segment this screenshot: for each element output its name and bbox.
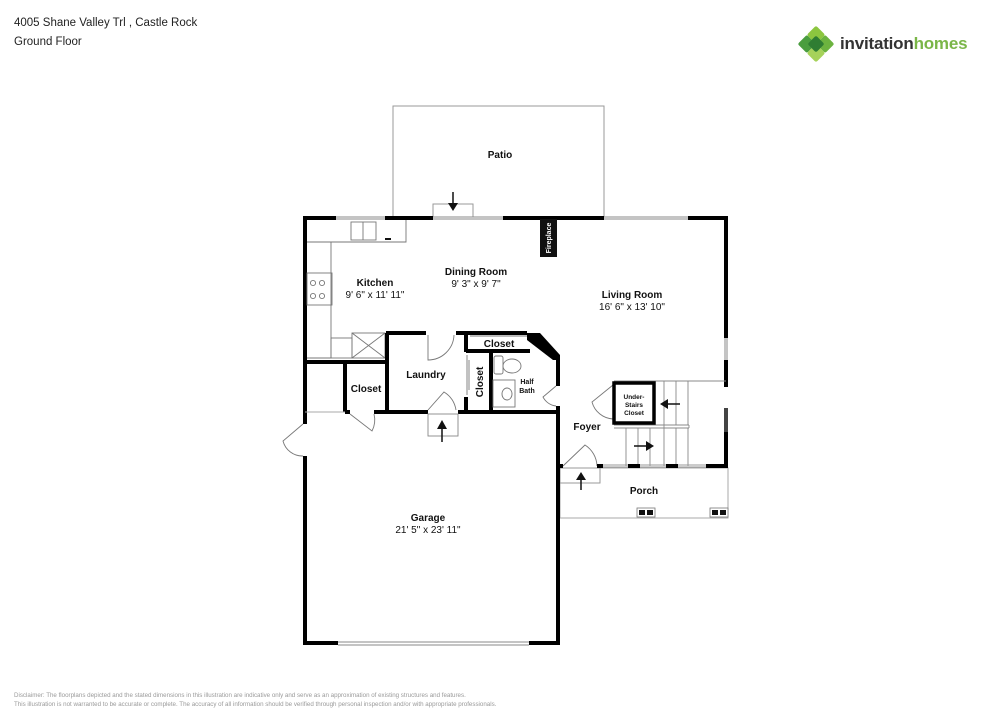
- room-label-under-stairs-2: Stairs: [625, 402, 643, 409]
- stove-icon: [306, 272, 333, 306]
- under-stairs-door: [591, 384, 614, 420]
- laundry-door-bottom: [427, 391, 457, 411]
- room-label-kitchen: Kitchen: [357, 278, 394, 289]
- brand-word-invitation: invitation: [840, 34, 914, 53]
- windows: [336, 216, 728, 646]
- porch-column-icon: [636, 507, 656, 518]
- room-label-patio: Patio: [488, 150, 512, 161]
- room-dims-kitchen: 9' 6" x 11' 11": [346, 290, 405, 301]
- front-door: [562, 444, 598, 467]
- room-label-under-stairs-3: Closet: [624, 410, 645, 417]
- room-label-living: Living Room: [602, 290, 663, 301]
- under-stairs-closet: [612, 381, 656, 425]
- closet-door: [349, 413, 376, 432]
- room-label-closet-left: Closet: [351, 384, 382, 395]
- stair-arrow-right-icon: [634, 441, 654, 451]
- floor-label: Ground Floor: [14, 36, 82, 48]
- room-dims-living: 16' 6" x 13' 10": [599, 302, 665, 313]
- entry-arrow-icon: [437, 420, 447, 442]
- room-label-garage: Garage: [411, 513, 446, 524]
- sink-vanity: [492, 379, 516, 408]
- room-label-closet-vertical: Closet: [475, 366, 486, 397]
- address-text: 4005 Shane Valley Trl , Castle Rock: [14, 17, 198, 29]
- laundry-door-top: [427, 334, 455, 361]
- room-label-porch: Porch: [630, 486, 658, 497]
- door-swings: [282, 334, 614, 467]
- room-label-half-bath-1: Half: [520, 379, 534, 386]
- half-bath-door: [542, 385, 557, 407]
- entry-arrow-icon: [448, 192, 458, 211]
- patio-outline: [392, 105, 605, 218]
- entry-arrow-icon: [576, 472, 586, 490]
- fireplace: [540, 219, 557, 257]
- angled-wall: [527, 333, 560, 360]
- disclaimer-line-2: This illustration is not warranted to be…: [14, 701, 497, 708]
- room-label-laundry: Laundry: [406, 370, 446, 381]
- bath-sink-icon: [501, 387, 513, 401]
- stairs: [614, 380, 726, 466]
- room-label-dining: Dining Room: [445, 267, 507, 278]
- toilet-tank: [493, 355, 504, 375]
- brand-word-homes: homes: [913, 34, 968, 53]
- clover-logo-icon: [798, 26, 834, 62]
- porch-column-icon: [709, 507, 729, 518]
- interior-walls: [305, 331, 560, 470]
- header: 4005 Shane Valley Trl , Castle Rock Grou…: [14, 14, 197, 52]
- room-label-under-stairs-1: Under-: [624, 394, 645, 401]
- bath-fixtures: [492, 355, 522, 408]
- toilet-bowl-icon: [502, 358, 522, 374]
- laundry-step: [427, 413, 459, 437]
- fireplace-label: Fireplace: [546, 223, 553, 254]
- disclaimer-line-1: Disclaimer: The floorplans depicted and …: [14, 692, 466, 699]
- sink-icon: [350, 221, 377, 241]
- room-dims-dining: 9' 3" x 9' 7": [451, 279, 501, 290]
- disclaimer: Disclaimer: The floorplans depicted and …: [14, 691, 496, 709]
- room-label-foyer: Foyer: [573, 422, 600, 433]
- garage-side-door: [282, 423, 304, 457]
- stair-arrow-left-icon: [660, 399, 680, 409]
- brand-logo: invitationhomes: [798, 26, 968, 62]
- room-label-half-bath-2: Bath: [519, 388, 535, 395]
- brand-wordmark: invitationhomes: [840, 34, 968, 54]
- room-dims-garage: 21' 5" x 23' 11": [395, 525, 461, 536]
- room-label-closet-top: Closet: [484, 339, 515, 350]
- foyer-windows: [603, 464, 706, 468]
- kitchen-counters: [306, 220, 407, 359]
